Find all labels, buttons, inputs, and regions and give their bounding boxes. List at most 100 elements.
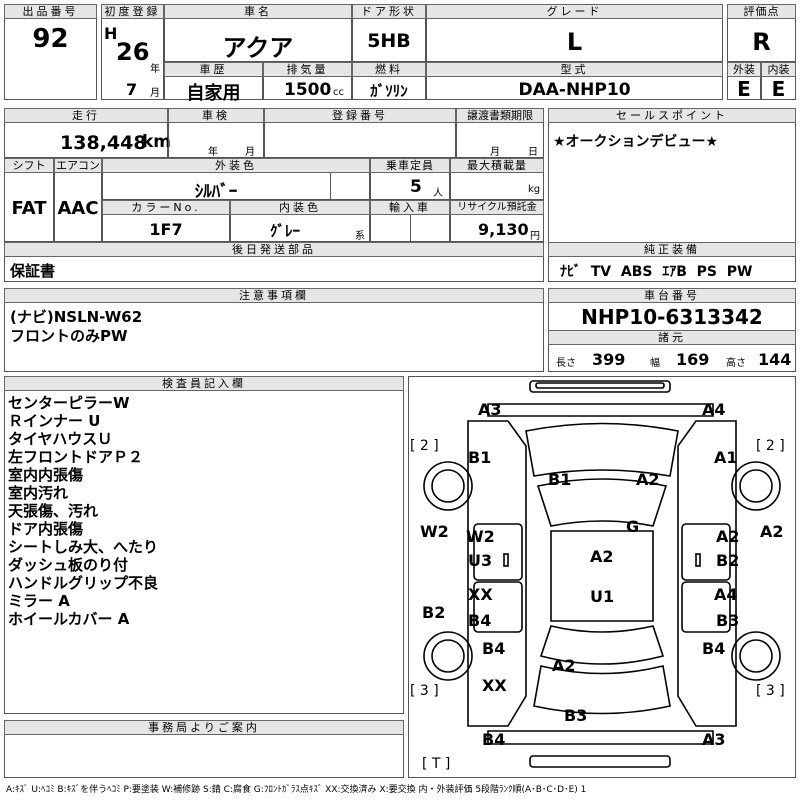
capacity-header: 乗車定員 bbox=[370, 158, 450, 173]
exterior-color-divider bbox=[330, 173, 331, 200]
right-rear-tire-inner bbox=[739, 639, 773, 673]
interior-color-header: 内装色 bbox=[230, 200, 370, 215]
right-mirror bbox=[695, 553, 701, 567]
aircon-value: AAC bbox=[57, 198, 99, 219]
mark-w2-left-door: W2 bbox=[466, 527, 495, 546]
shift-header: シフト bbox=[4, 158, 54, 173]
door-shape-header: ドア形状 bbox=[352, 4, 426, 19]
tire-label-rear-right: [ 3 ] bbox=[756, 683, 785, 699]
right-rear-tire bbox=[731, 631, 781, 681]
door-shape-value: 5HB bbox=[367, 30, 411, 52]
left-rear-tire bbox=[423, 631, 473, 681]
transfer-day-unit: 日 bbox=[528, 147, 538, 158]
max-load-header: 最大積載量 bbox=[450, 158, 544, 173]
mark-xx-left-rear-door: XX bbox=[468, 585, 493, 604]
score-value: R bbox=[752, 28, 771, 56]
inspector-line-1: センターピラーW bbox=[8, 394, 130, 412]
left-mirror bbox=[503, 553, 509, 567]
mark-u3-left-door: U3 bbox=[468, 551, 493, 570]
inspector-line-4: 左フロントドアＰ２ bbox=[8, 448, 144, 466]
inspector-line-9: シートしみ大、へたり bbox=[8, 538, 159, 556]
transfer-deadline-header: 譲渡書類期限 bbox=[456, 108, 544, 123]
exterior-score-value: E bbox=[737, 77, 751, 101]
mark-a4-front-right: A4 bbox=[702, 400, 726, 419]
equipment-value: ﾅﾋﾞ TV ABS ｴｱB PS PW bbox=[560, 264, 753, 280]
right-front-tire-inner bbox=[739, 469, 773, 503]
inspector-line-11: ハンドルグリップ不良 bbox=[8, 574, 159, 592]
right-front-tire bbox=[731, 461, 781, 511]
fuel-value: ｶﾞｿﾘﾝ bbox=[370, 82, 408, 100]
rear-outline bbox=[487, 730, 714, 745]
windshield-outline bbox=[536, 478, 668, 527]
rear-bumper-outline bbox=[529, 755, 671, 768]
color-number-value: 1F7 bbox=[149, 220, 183, 239]
legend-text: A:ｷｽﾞ U:ﾍｺﾐ B:ｷｽﾞを伴うﾍｺﾐ P:要塗装 W:補修跡 S:錆 … bbox=[6, 785, 587, 795]
mark-xx-left-rear: XX bbox=[482, 676, 507, 695]
import-header: 輸入車 bbox=[370, 200, 450, 215]
mark-b4-left-quarter: B4 bbox=[482, 639, 506, 658]
mark-b3-right-rear-door: B3 bbox=[716, 611, 740, 630]
body-outline-right bbox=[677, 420, 737, 727]
recycle-unit: 円 bbox=[530, 231, 540, 242]
mark-a2-trunk: A2 bbox=[552, 656, 576, 675]
inspector-line-10: ダッシュ板のり付 bbox=[8, 556, 129, 574]
chassis-header: 車台番号 bbox=[548, 288, 796, 303]
tire-label-spare: [ T ] bbox=[422, 756, 451, 772]
interior-color-value: ｸﾞﾚｰ bbox=[269, 222, 300, 240]
grade-value: L bbox=[566, 28, 583, 56]
tire-label-front-right: [ 2 ] bbox=[756, 438, 785, 454]
exterior-color-value: ｼﾙﾊﾞｰ bbox=[194, 182, 238, 202]
capacity-unit: 人 bbox=[433, 188, 443, 199]
mark-b1-hood: B1 bbox=[548, 470, 572, 489]
model-header: 型式 bbox=[426, 62, 723, 77]
mark-b4-right-quarter: B4 bbox=[702, 639, 726, 658]
equipment-header: 純正装備 bbox=[548, 242, 796, 257]
inspector-line-12: ミラー A bbox=[8, 592, 70, 610]
aircon-header: エアコン bbox=[54, 158, 102, 173]
first-registration-header: 初度登録 bbox=[101, 4, 164, 19]
mark-b1-left-fender: B1 bbox=[468, 448, 492, 467]
exterior-score-header: 外装 bbox=[727, 62, 761, 77]
length-label: 長さ bbox=[556, 358, 576, 369]
mark-a4-right-rear-door: A4 bbox=[714, 585, 738, 604]
left-front-door bbox=[473, 523, 523, 581]
mark-u1-roof: U1 bbox=[590, 587, 615, 606]
roof-outline bbox=[550, 530, 654, 622]
mark-g-windshield: G bbox=[626, 517, 640, 536]
inspector-line-13: ホイールカバー A bbox=[8, 610, 130, 628]
mark-w2-left-side: W2 bbox=[420, 522, 449, 541]
caution-line-1: (ナビ)NSLN-W62 bbox=[10, 308, 143, 326]
inspector-line-8: ドア内張傷 bbox=[8, 520, 84, 538]
inspection-header: 車検 bbox=[168, 108, 264, 123]
inspector-line-2: Ｒインナー U bbox=[8, 412, 101, 430]
year-unit: 年 bbox=[150, 64, 160, 75]
car-diagram-box bbox=[408, 376, 796, 778]
hood-outline bbox=[525, 422, 679, 477]
shift-value: FAT bbox=[11, 198, 47, 219]
width-label: 幅 bbox=[650, 358, 660, 369]
caution-line-2: フロントのみPW bbox=[10, 327, 128, 345]
mark-a2-right-door: A2 bbox=[716, 527, 740, 546]
inspector-line-6: 室内汚れ bbox=[8, 484, 69, 502]
registration-month-value: 7 bbox=[126, 80, 138, 99]
height-label: 高さ bbox=[726, 358, 746, 369]
car-diagram bbox=[423, 380, 781, 768]
later-parts-header: 後日発送部品 bbox=[4, 242, 544, 257]
sales-point-header: セールスポイント bbox=[548, 108, 796, 123]
front-bumper-outline bbox=[529, 380, 671, 393]
left-front-tire-inner bbox=[431, 469, 465, 503]
max-load-unit: kg bbox=[528, 184, 541, 195]
sales-point-box bbox=[548, 108, 796, 254]
right-front-door bbox=[681, 523, 731, 581]
inspector-line-3: タイヤハウスＵ bbox=[8, 430, 113, 448]
mileage-header: 走行 bbox=[4, 108, 168, 123]
color-number-header: カラーNo. bbox=[102, 200, 230, 215]
mileage-value: 138,448 bbox=[60, 132, 147, 154]
exterior-color-header: 外装色 bbox=[102, 158, 370, 173]
mileage-unit: km bbox=[142, 132, 172, 152]
inspector-line-5: 室内内張傷 bbox=[8, 466, 84, 484]
spec-header: 諸元 bbox=[548, 330, 796, 345]
length-value: 399 bbox=[592, 350, 626, 369]
left-rear-tire-inner bbox=[431, 639, 465, 673]
model-value: DAA-NHP10 bbox=[518, 80, 631, 100]
